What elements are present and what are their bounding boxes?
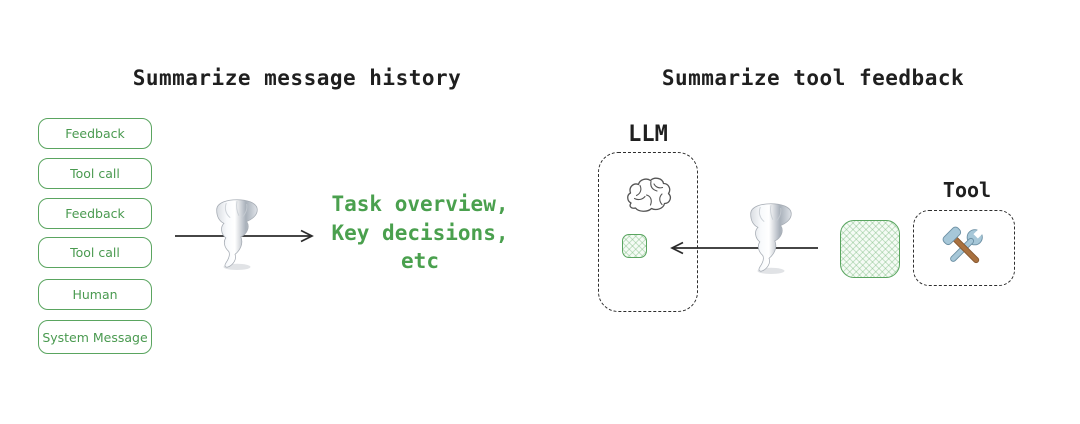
message-box-label: Tool call — [70, 245, 120, 260]
message-box-label: Feedback — [65, 206, 125, 221]
message-box-feedback-1: Feedback — [38, 118, 152, 149]
tornado-icon — [741, 201, 799, 277]
hammer-wrench-icon — [939, 222, 989, 274]
message-box-tool-call-2: Tool call — [38, 237, 152, 268]
raw-tool-feedback-block — [840, 220, 900, 278]
message-box-label: System Message — [42, 329, 148, 345]
summary-line: etc — [401, 249, 439, 273]
summary-line: Task overview, — [331, 192, 509, 216]
summarized-feedback-block — [622, 234, 647, 258]
message-box-system-message: System Message — [38, 320, 152, 354]
message-box-label: Tool call — [70, 166, 120, 181]
right-diagram-title: Summarize tool feedback — [661, 66, 965, 90]
brain-icon — [624, 176, 672, 216]
left-arrow-icon — [666, 239, 821, 257]
message-box-label: Human — [72, 287, 118, 302]
tornado-icon — [207, 197, 265, 273]
llm-label: LLM — [628, 122, 668, 147]
summary-output-text: Task overview, Key decisions, etc — [313, 190, 527, 276]
message-box-label: Feedback — [65, 126, 125, 141]
message-box-tool-call-1: Tool call — [38, 158, 152, 189]
left-diagram-title: Summarize message history — [132, 66, 462, 90]
summary-line: Key decisions, — [331, 220, 509, 245]
message-box-human: Human — [38, 279, 152, 310]
tool-label: Tool — [942, 178, 992, 202]
message-box-feedback-2: Feedback — [38, 198, 152, 229]
